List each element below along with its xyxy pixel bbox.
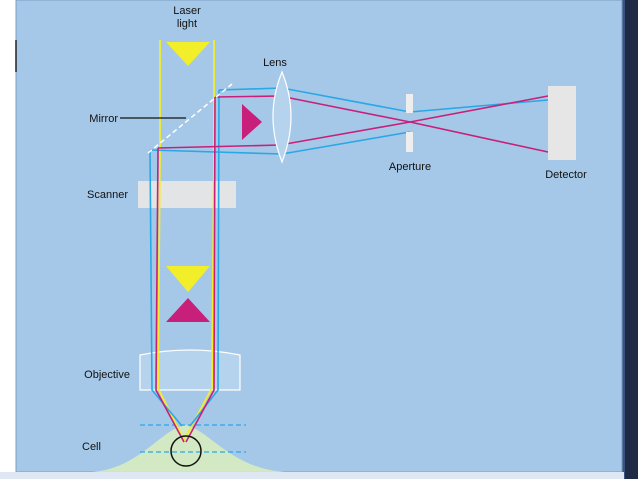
objective-label: Objective: [84, 369, 130, 381]
emission-up-triangle: [166, 298, 210, 322]
cell-label: Cell: [82, 441, 101, 453]
slide-right-edge: [624, 0, 638, 479]
bottom-strip: [0, 472, 624, 479]
diagram-panel: [15, 0, 623, 473]
mirror-label: Mirror: [89, 113, 118, 125]
detector-label: Detector: [545, 169, 587, 181]
aperture-top: [406, 94, 413, 113]
cell-circle: [170, 435, 202, 467]
dichroic-mirror: [147, 83, 233, 154]
objective-lens: [139, 349, 241, 391]
detector-block: [548, 86, 576, 160]
laser-label-line2: light: [177, 18, 197, 30]
laser-source-triangle: [166, 42, 210, 66]
excitation-down-triangle: [166, 266, 210, 292]
aperture-bottom: [406, 132, 413, 152]
emission-beam-lower: [157, 95, 549, 149]
cell-glow: [92, 425, 285, 472]
emission-beam-left: [155, 147, 185, 443]
emission-beam-upper: [214, 95, 549, 153]
emission-direction-triangle: [242, 104, 262, 140]
lens: [272, 70, 292, 164]
scanner-label: Scanner: [87, 189, 128, 201]
reflected-beam-left: [149, 149, 183, 427]
laser-label-line1: Laser: [173, 5, 201, 17]
reflected-beam-right: [189, 89, 220, 427]
emission-beam-right: [185, 96, 216, 443]
slide-right-strip: [622, 0, 625, 479]
reflected-beam-upper-horizontal: [218, 87, 549, 113]
aperture-label: Aperture: [389, 161, 431, 173]
lens-label: Lens: [263, 57, 287, 69]
scanner-block: [138, 181, 236, 208]
